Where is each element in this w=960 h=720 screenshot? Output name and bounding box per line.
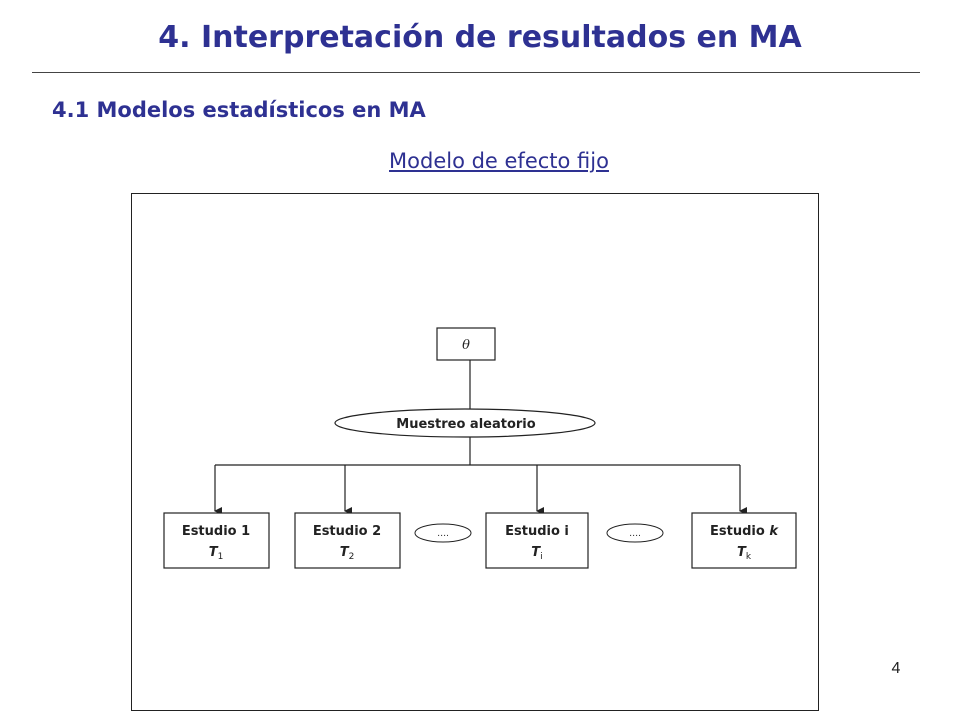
ellipsis-label-2: …. [629, 529, 641, 539]
theta-symbol: θ [462, 338, 470, 353]
ellipsis-node-1 [414, 523, 472, 543]
study-i-statistic: T [531, 545, 541, 560]
svg-text:Estudio k: Estudio k [710, 524, 779, 539]
svg-text:Estudio 2: Estudio 2 [313, 524, 381, 539]
svg-text:Ti: Ti [531, 545, 542, 562]
study-2-subscript: 2 [349, 552, 355, 562]
svg-text:T1: T1 [209, 545, 224, 562]
study-2-statistic: T [340, 545, 350, 560]
title-divider [32, 72, 920, 73]
study-1-subscript: 1 [218, 552, 224, 562]
section-subtitle: 4.1 Modelos estadísticos en MA [52, 98, 426, 122]
study-k-label: Estudio [710, 524, 769, 539]
study-i-label: Estudio i [505, 524, 569, 539]
study-2-label: Estudio 2 [313, 524, 381, 539]
svg-text:Estudio 1: Estudio 1 [182, 524, 250, 539]
study-k-subscript: k [746, 552, 752, 562]
svg-text:Estudio i: Estudio i [505, 524, 569, 539]
page-number: 4 [891, 660, 901, 677]
study-i-node: Estudio i Ti [485, 512, 589, 569]
study-i-subscript: i [540, 552, 543, 562]
study-1-label: Estudio 1 [182, 524, 250, 539]
ellipsis-label-1: …. [437, 529, 449, 539]
model-title-link[interactable]: Modelo de efecto fijo [389, 149, 609, 173]
study-1-statistic: T [209, 545, 219, 560]
study-k-label-italic: k [769, 524, 779, 539]
svg-text:Tk: Tk [737, 545, 752, 562]
study-2-node: Estudio 2 T2 [294, 512, 401, 569]
ellipsis-node-2 [606, 523, 664, 543]
study-k-statistic: T [737, 545, 747, 560]
svg-text:T2: T2 [340, 545, 355, 562]
sampling-node [334, 408, 596, 438]
theta-node [436, 327, 496, 361]
study-1-node: Estudio 1 T1 [163, 512, 270, 569]
study-k-node: Estudio k Tk [691, 512, 797, 569]
slide-title: 4. Interpretación de resultados en MA [158, 20, 802, 55]
diagram-frame [131, 193, 819, 711]
sampling-label: Muestreo aleatorio [396, 417, 535, 432]
